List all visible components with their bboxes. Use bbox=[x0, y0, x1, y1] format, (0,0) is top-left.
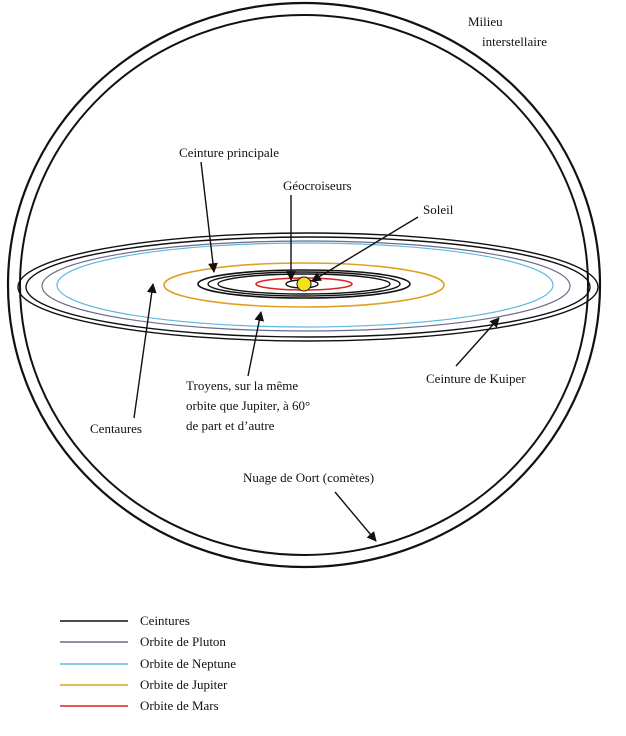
arrow-ceinture-principale bbox=[200, 161, 218, 273]
arrow-centaures bbox=[133, 283, 157, 419]
arrow-troyens bbox=[247, 311, 265, 377]
label-milieu-2: interstellaire bbox=[482, 34, 547, 49]
label-troyens-3: de part et d’autre bbox=[186, 418, 275, 433]
label-geocroiseurs: Géocroiseurs bbox=[283, 178, 352, 193]
label-ceinture-principale: Ceinture principale bbox=[179, 145, 279, 160]
arrow-kuiper bbox=[455, 317, 500, 367]
label-oort: Nuage de Oort (comètes) bbox=[243, 470, 374, 485]
legend-label-jupiter: Orbite de Jupiter bbox=[140, 677, 228, 692]
label-troyens-2: orbite que Jupiter, à 60° bbox=[186, 398, 310, 413]
label-troyens-1: Troyens, sur la même bbox=[186, 378, 298, 393]
oort-cloud-outer bbox=[6, 1, 602, 569]
label-milieu-1: Milieu bbox=[468, 14, 503, 29]
jupiter-orbit bbox=[163, 262, 445, 308]
main-belt-inner bbox=[217, 273, 391, 295]
label-soleil: Soleil bbox=[423, 202, 454, 217]
arrow-soleil bbox=[311, 216, 419, 282]
neptune-orbit bbox=[56, 242, 554, 328]
pluto-orbit bbox=[41, 240, 571, 332]
legend: Ceintures Orbite de Pluton Orbite de Nep… bbox=[60, 613, 236, 713]
legend-label-ceintures: Ceintures bbox=[140, 613, 190, 628]
arrow-oort bbox=[334, 491, 377, 542]
legend-label-mars: Orbite de Mars bbox=[140, 698, 219, 713]
sun bbox=[296, 276, 312, 292]
label-centaures: Centaures bbox=[90, 421, 142, 436]
kuiper-belt-inner bbox=[25, 236, 591, 338]
main-belt-outer bbox=[197, 269, 411, 299]
kuiper-belt-outer bbox=[17, 232, 599, 342]
label-kuiper: Ceinture de Kuiper bbox=[426, 371, 526, 386]
oort-cloud-inner bbox=[19, 14, 589, 556]
legend-label-neptune: Orbite de Neptune bbox=[140, 656, 236, 671]
main-belt-middle bbox=[207, 271, 401, 297]
legend-label-pluton: Orbite de Pluton bbox=[140, 634, 226, 649]
